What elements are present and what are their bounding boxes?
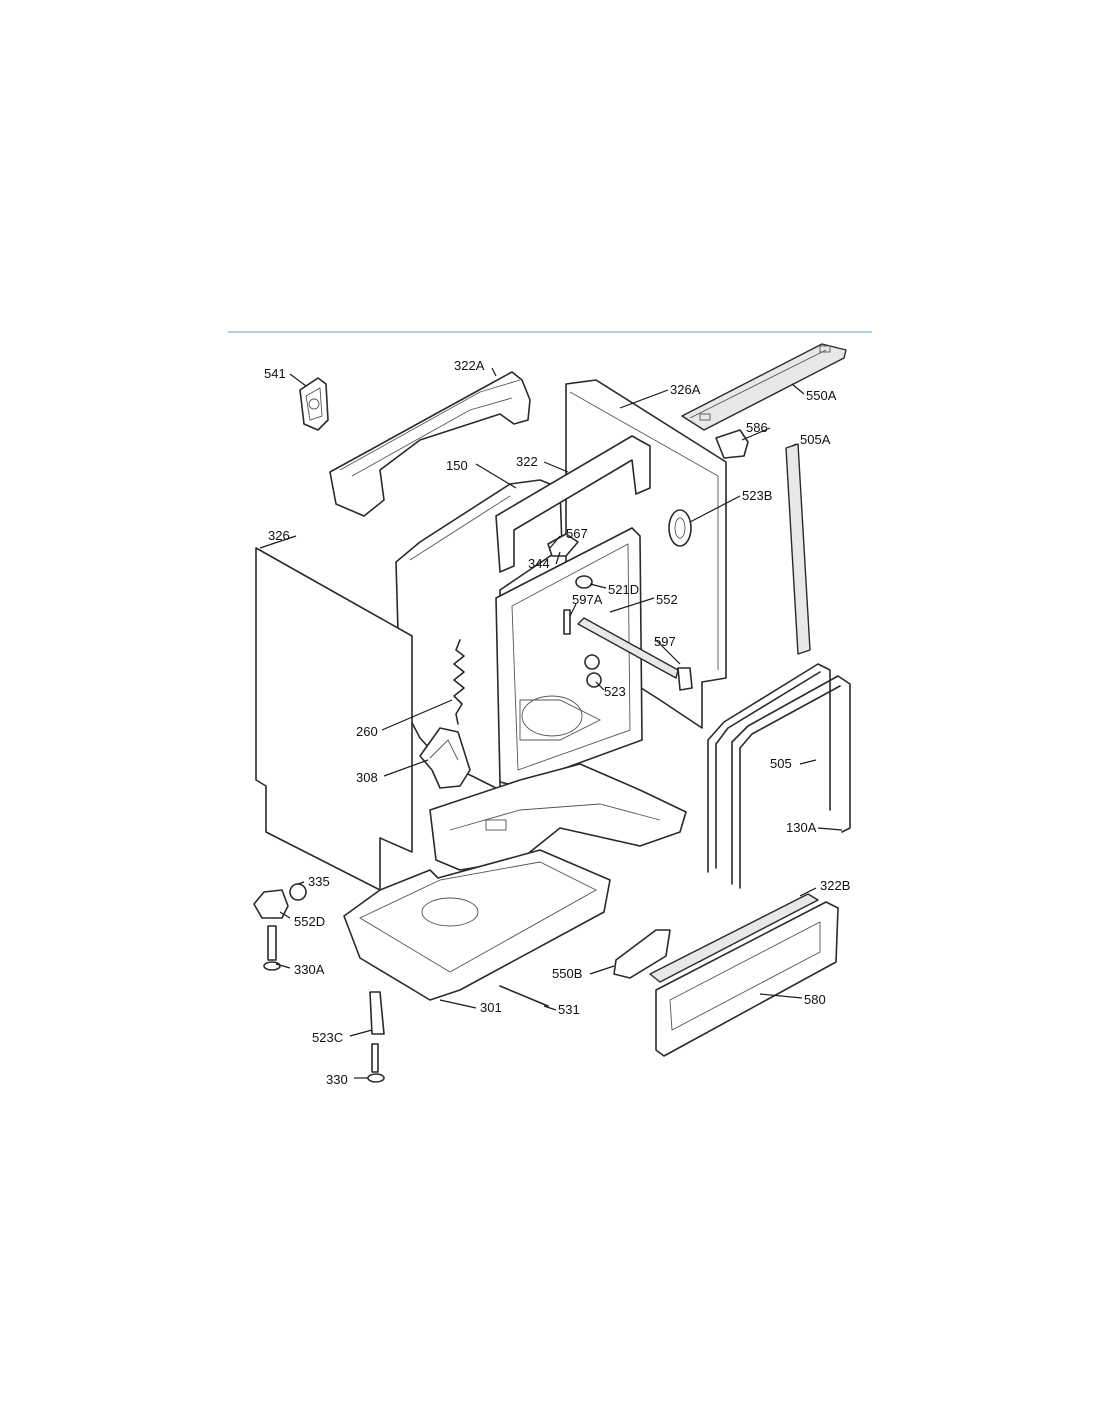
label-552d: 552D bbox=[294, 914, 325, 929]
part-567-344 bbox=[547, 533, 579, 557]
part-586 bbox=[715, 429, 749, 459]
label-301: 301 bbox=[480, 1000, 502, 1015]
part-322b-strip bbox=[649, 893, 819, 983]
callout-labels: 541 322A 326A 550A 586 505A 150 322 523B… bbox=[264, 358, 850, 1087]
label-550b: 550B bbox=[552, 966, 582, 981]
label-521d: 521D bbox=[608, 582, 639, 597]
label-130a: 130A bbox=[786, 820, 817, 835]
part-523b bbox=[668, 509, 692, 547]
part-330a-screw bbox=[263, 925, 281, 971]
part-550a bbox=[681, 343, 847, 431]
part-580-plinth bbox=[655, 901, 839, 1057]
label-322b: 322B bbox=[820, 878, 850, 893]
label-260: 260 bbox=[356, 724, 378, 739]
part-505a bbox=[785, 443, 811, 655]
part-150-tub bbox=[395, 479, 563, 791]
label-523: 523 bbox=[604, 684, 626, 699]
part-521d bbox=[575, 575, 593, 589]
label-322a: 322A bbox=[454, 358, 485, 373]
label-523b: 523B bbox=[742, 488, 772, 503]
label-326: 326 bbox=[268, 528, 290, 543]
label-330: 330 bbox=[326, 1072, 348, 1087]
label-580: 580 bbox=[804, 992, 826, 1007]
part-541 bbox=[299, 377, 329, 431]
part-531-rod bbox=[499, 985, 549, 1007]
label-597: 597 bbox=[654, 634, 676, 649]
part-322a bbox=[329, 371, 531, 517]
part-260-spring bbox=[453, 639, 465, 725]
part-tub-front bbox=[495, 527, 643, 787]
label-531: 531 bbox=[558, 1002, 580, 1017]
part-550b bbox=[613, 929, 671, 979]
part-301-tray bbox=[343, 849, 611, 1001]
label-505a: 505A bbox=[800, 432, 831, 447]
label-541: 541 bbox=[264, 366, 286, 381]
part-330-screw bbox=[367, 1043, 385, 1083]
label-326a: 326A bbox=[670, 382, 701, 397]
leader-lines bbox=[259, 367, 843, 1079]
part-552d-valve bbox=[253, 883, 307, 919]
label-597a: 597A bbox=[572, 592, 603, 607]
part-505-seal bbox=[707, 663, 851, 889]
header-divider bbox=[228, 331, 872, 333]
part-base-frame bbox=[429, 763, 687, 871]
label-308: 308 bbox=[356, 770, 378, 785]
label-586: 586 bbox=[746, 420, 768, 435]
part-322-frame bbox=[495, 435, 651, 573]
part-523c bbox=[369, 991, 385, 1035]
part-308-hinge bbox=[419, 727, 471, 789]
label-330a: 330A bbox=[294, 962, 325, 977]
label-552: 552 bbox=[656, 592, 678, 607]
label-150: 150 bbox=[446, 458, 468, 473]
label-322: 322 bbox=[516, 454, 538, 469]
label-567: 567 bbox=[566, 526, 588, 541]
label-550a: 550A bbox=[806, 388, 837, 403]
label-344: 344 bbox=[528, 556, 550, 571]
part-326 bbox=[255, 547, 413, 891]
label-523c: 523C bbox=[312, 1030, 343, 1045]
part-597a bbox=[563, 609, 571, 635]
label-505: 505 bbox=[770, 756, 792, 771]
part-597 bbox=[677, 667, 693, 691]
label-335: 335 bbox=[308, 874, 330, 889]
